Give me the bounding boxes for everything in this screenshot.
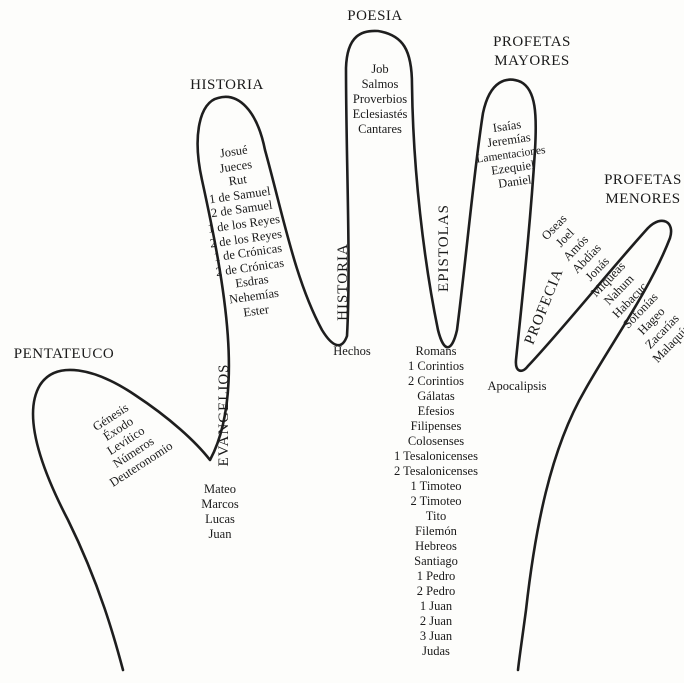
book-1-tesalonicenses: 1 Tesalonicenses bbox=[394, 449, 478, 463]
book-rut: Rut bbox=[228, 172, 248, 188]
book-hechos: Hechos bbox=[333, 344, 371, 358]
list-profetas-mayores: Isaías Jeremías Lamentaciones Ezequiel D… bbox=[476, 117, 547, 191]
book-proverbios: Proverbios bbox=[353, 92, 407, 106]
label-evangelios: EVANGELIOS bbox=[216, 363, 232, 466]
book-hebreos: Hebreos bbox=[415, 539, 457, 553]
book-nehemias: Nehemías bbox=[228, 286, 280, 307]
list-pentateuco: Génesis Éxodo Levítico Números Deuterono… bbox=[90, 400, 175, 489]
book-santiago: Santiago bbox=[414, 554, 458, 568]
book-romanos: Romans bbox=[416, 344, 457, 358]
list-poesia: Job Salmos Proverbios Eclesiastés Cantar… bbox=[353, 62, 408, 136]
book-ezequiel: Ezequiel bbox=[490, 158, 536, 178]
label-epistolas: EPISTOLAS bbox=[436, 204, 452, 292]
heading-poesia: POESIA bbox=[347, 8, 403, 24]
book-josue: Josué bbox=[219, 143, 249, 161]
book-jueces: Jueces bbox=[219, 157, 253, 175]
label-profecia: PROFECIA bbox=[522, 266, 567, 347]
book-2-corintios: 2 Corintios bbox=[408, 374, 464, 388]
book-isaias: Isaías bbox=[492, 117, 522, 135]
label-historia-nt: HISTORIA bbox=[335, 243, 351, 321]
book-jeremias: Jeremías bbox=[486, 130, 531, 150]
book-juan: Juan bbox=[209, 527, 233, 541]
book-1-corintios: 1 Corintios bbox=[408, 359, 464, 373]
list-historia: Josué Jueces Rut 1 de Samuel 2 de Samuel… bbox=[207, 143, 285, 320]
book-marcos: Marcos bbox=[201, 497, 239, 511]
heading-profetas-mayores-2: MAYORES bbox=[494, 53, 569, 69]
book-salmos: Salmos bbox=[362, 77, 399, 91]
book-2-timoteo: 2 Timoteo bbox=[410, 494, 461, 508]
book-filipenses: Filipenses bbox=[411, 419, 462, 433]
book-esdras: Esdras bbox=[234, 272, 269, 291]
book-ester: Ester bbox=[242, 302, 270, 320]
book-apocalipsis: Apocalipsis bbox=[487, 379, 546, 393]
book-2-juan: 2 Juan bbox=[420, 614, 453, 628]
heading-profetas-menores-2: MENORES bbox=[605, 191, 680, 207]
book-filemon: Filemón bbox=[415, 524, 457, 538]
book-2-tesalonicenses: 2 Tesalonicenses bbox=[394, 464, 478, 478]
book-3-juan: 3 Juan bbox=[420, 629, 453, 643]
book-galatas: Gálatas bbox=[417, 389, 455, 403]
list-evangelios: Mateo Marcos Lucas Juan bbox=[201, 482, 239, 541]
book-1-juan: 1 Juan bbox=[420, 599, 453, 613]
book-eclesiastes: Eclesiastés bbox=[353, 107, 408, 121]
book-job: Job bbox=[371, 62, 388, 76]
book-mateo: Mateo bbox=[204, 482, 236, 496]
book-2-pedro: 2 Pedro bbox=[417, 584, 456, 598]
book-daniel: Daniel bbox=[497, 172, 532, 191]
heading-profetas-mayores-1: PROFETAS bbox=[493, 34, 571, 50]
hand-outline bbox=[31, 29, 673, 672]
book-tito: Tito bbox=[426, 509, 446, 523]
heading-pentateuco: PENTATEUCO bbox=[14, 346, 114, 362]
list-epistolas: Romans 1 Corintios 2 Corintios Gálatas E… bbox=[394, 344, 478, 658]
list-profetas-menores: Oseas Joel Amós Abdías Jonás Miqueas Nah… bbox=[539, 212, 684, 366]
heading-historia: HISTORIA bbox=[190, 77, 264, 93]
book-1-timoteo: 1 Timoteo bbox=[410, 479, 461, 493]
book-1-pedro: 1 Pedro bbox=[417, 569, 456, 583]
book-judas: Judas bbox=[422, 644, 450, 658]
book-cantares: Cantares bbox=[358, 122, 402, 136]
book-efesios: Efesios bbox=[418, 404, 455, 418]
heading-profetas-menores-1: PROFETAS bbox=[604, 172, 682, 188]
book-lucas: Lucas bbox=[205, 512, 235, 526]
book-colosenses: Colosenses bbox=[408, 434, 464, 448]
